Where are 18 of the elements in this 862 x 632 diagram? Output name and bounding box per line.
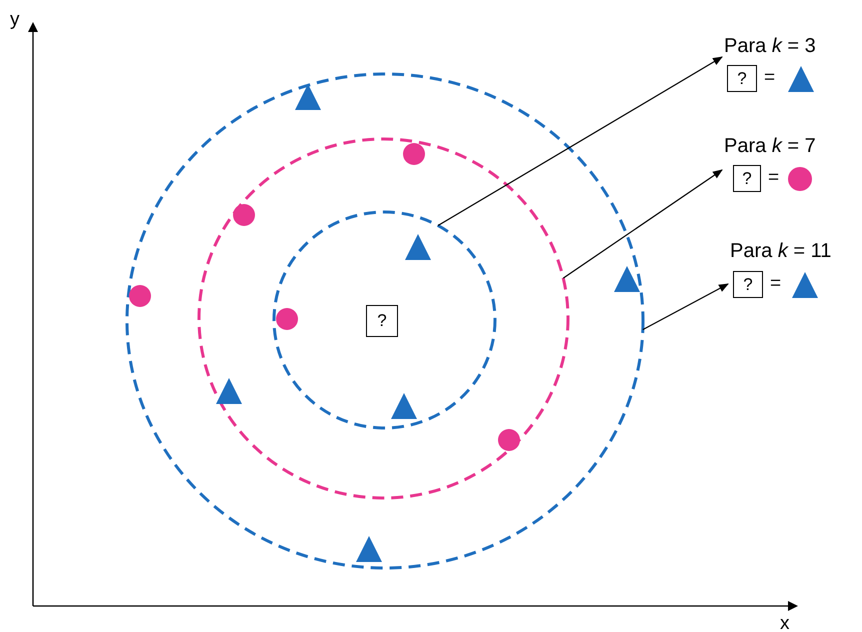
dashed-circle [197,137,570,500]
query-box: ? [727,65,757,92]
k-label: Para k = 7 [724,133,854,159]
dashed-circle [272,210,497,430]
axis-label: x [780,612,790,632]
equals-sign: = [770,272,782,296]
query-box: ? [733,271,763,298]
arrow [438,56,723,226]
k-label: Para k = 3 [724,33,854,59]
query-box: ? [733,165,761,192]
equals-sign: = [768,166,780,190]
equals-sign: = [764,66,776,90]
k-label: Para k = 11 [730,238,860,264]
arrow [642,283,729,330]
dashed-circle [125,72,645,570]
axis-label: y [10,8,20,32]
query-box: ? [366,305,398,337]
arrow [562,169,723,279]
